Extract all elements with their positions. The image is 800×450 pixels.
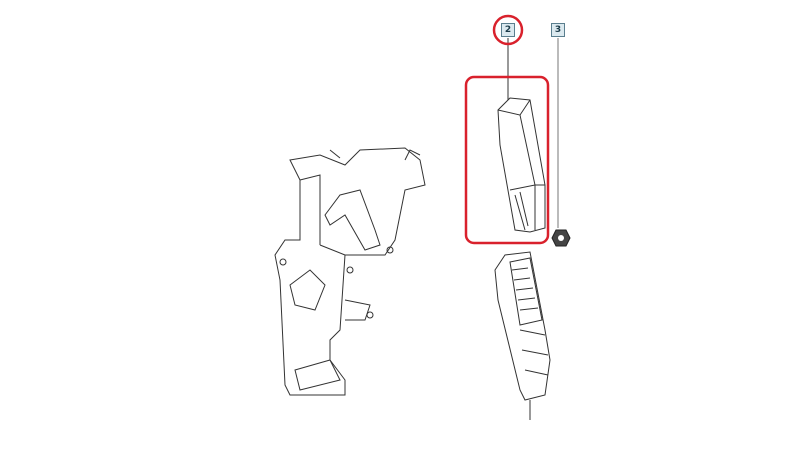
nut-part-3 xyxy=(551,38,571,247)
callout-2[interactable]: 2 xyxy=(501,23,515,37)
highlight-circle-callout-2 xyxy=(492,14,524,46)
ecu-cover-part-2 xyxy=(497,38,546,233)
callout-3[interactable]: 3 xyxy=(551,23,565,37)
mounting-bracket xyxy=(274,147,426,396)
highlight-box-part-2 xyxy=(464,75,550,245)
ecu-unit xyxy=(494,251,551,420)
